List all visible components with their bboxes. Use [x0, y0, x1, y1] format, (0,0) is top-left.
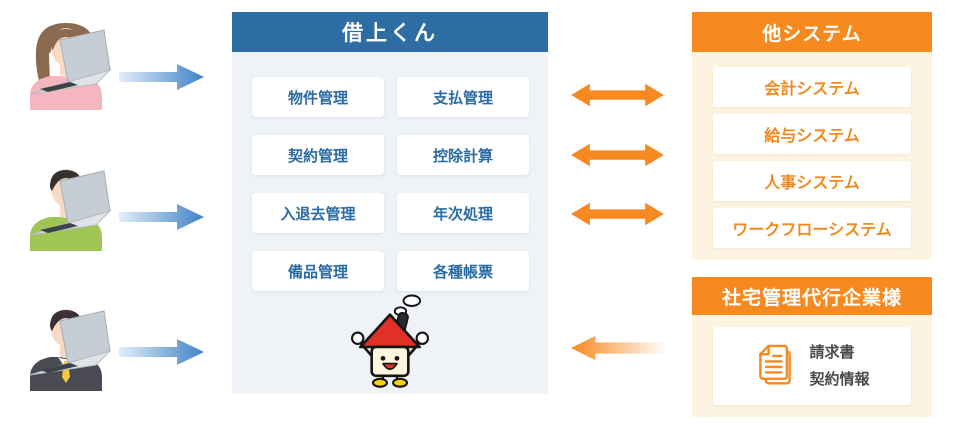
user-to-system-arrow-icon — [119, 64, 204, 90]
module-various-forms: 各種帳票 — [397, 251, 529, 291]
module-contract-management: 契約管理 — [252, 135, 384, 175]
module-moveinout-management: 入退去管理 — [252, 193, 384, 233]
agency-to-system-arrow-icon — [571, 335, 664, 361]
module-property-management: 物件管理 — [252, 77, 384, 117]
other-systems-list: 会計システム 給与システム 人事システム ワークフローシステム — [692, 52, 932, 248]
system-payroll: 給与システム — [713, 114, 911, 154]
user-to-system-arrow-icon — [119, 339, 204, 365]
system-accounting: 会計システム — [713, 67, 911, 107]
system-hr: 人事システム — [713, 161, 911, 201]
male-user-with-laptop-icon — [29, 169, 112, 251]
user-to-system-arrow-icon — [119, 204, 204, 230]
bidirectional-sync-arrow-icon — [571, 202, 664, 226]
system-workflow: ワークフローシステム — [713, 208, 911, 248]
bidirectional-sync-arrow-icon — [571, 143, 664, 167]
module-equipment-management: 備品管理 — [252, 251, 384, 291]
laptop-icon — [29, 29, 112, 95]
documents-icon — [759, 344, 792, 385]
module-annual-processing: 年次処理 — [397, 193, 529, 233]
document-invoice-label: 請求書 — [809, 344, 855, 361]
bidirectional-sync-arrow-icon — [571, 83, 664, 107]
other-systems-title: 他システム — [692, 12, 932, 52]
suited-user-with-laptop-icon — [29, 309, 112, 391]
agency-documents-card: 請求書 契約情報 — [713, 327, 911, 405]
module-payment-management: 支払管理 — [397, 77, 529, 117]
module-grid: 物件管理 支払管理 契約管理 控除計算 入退去管理 年次処理 備品管理 各種帳票 — [232, 52, 548, 291]
main-system-panel: 借上くん 物件管理 支払管理 契約管理 控除計算 入退去管理 年次処理 備品管理… — [232, 12, 548, 394]
document-contract-info-label: 契約情報 — [809, 371, 870, 388]
kariage-kun-mascot-icon — [350, 294, 430, 388]
module-deduction-calculation: 控除計算 — [397, 135, 529, 175]
laptop-icon — [29, 310, 112, 376]
main-system-title: 借上くん — [232, 12, 548, 52]
agency-panel: 社宅管理代行企業様 請求書 契約情報 — [692, 277, 932, 417]
agency-title: 社宅管理代行企業様 — [692, 277, 932, 315]
laptop-icon — [29, 170, 112, 236]
other-systems-panel: 他システム 会計システム 給与システム 人事システム ワークフローシステム — [692, 12, 932, 260]
female-user-with-laptop-icon — [29, 23, 112, 110]
agency-document-labels: 請求書 契約情報 — [809, 339, 869, 393]
